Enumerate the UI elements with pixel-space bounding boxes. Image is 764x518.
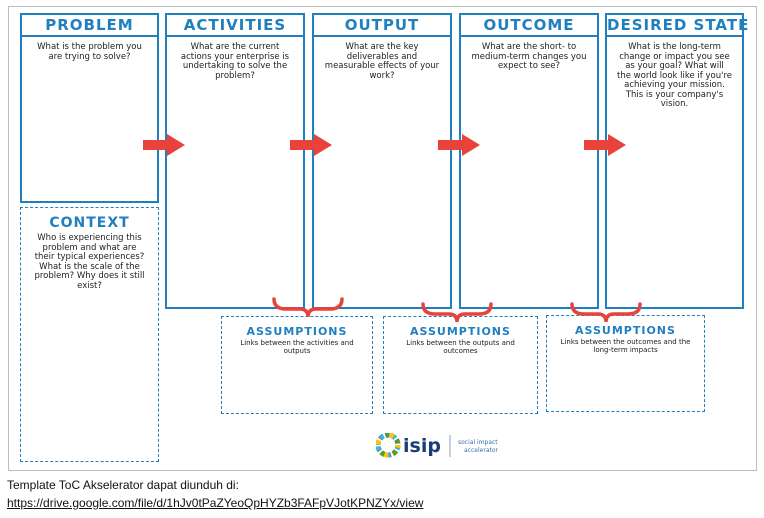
desired-state-box: DESIRED STATE What is the long-term chan… bbox=[605, 13, 748, 309]
outcome-title: OUTCOME bbox=[461, 15, 597, 37]
assumptions-text-1: Links between the activities and outputs bbox=[240, 339, 354, 355]
context-title: CONTEXT bbox=[49, 215, 130, 231]
logo-name: isip bbox=[403, 435, 441, 457]
context-box: CONTEXT Who is experiencing this problem… bbox=[20, 207, 159, 462]
arrow-right-icon bbox=[584, 134, 626, 156]
outcome-question: What are the short- to medium-term chang… bbox=[471, 42, 587, 71]
output-box: OUTPUT What are the key deliverables and… bbox=[312, 13, 452, 309]
desired-state-question: What is the long-term change or impact y… bbox=[617, 42, 732, 109]
problem-box: PROBLEM What is the problem you are tryi… bbox=[20, 13, 159, 203]
assumptions-text-2: Links between the outputs and outcomes bbox=[406, 339, 515, 355]
outcome-box: OUTCOME What are the short- to medium-te… bbox=[459, 13, 599, 309]
activities-title: ACTIVITIES bbox=[167, 15, 303, 37]
context-question: Who is experiencing this problem and wha… bbox=[34, 233, 145, 291]
curly-brace-icon bbox=[272, 297, 344, 318]
sdg-wheel-icon: isip social impact accelerator bbox=[375, 432, 498, 458]
logo-tagline-2: accelerator bbox=[464, 447, 498, 454]
curly-brace-icon bbox=[421, 302, 493, 323]
assumptions-box-2: ASSUMPTIONS Links between the outputs an… bbox=[383, 316, 538, 414]
assumptions-title-3: ASSUMPTIONS bbox=[575, 324, 676, 337]
assumptions-box-3: ASSUMPTIONS Links between the outcomes a… bbox=[546, 315, 705, 412]
logo-tagline-1: social impact bbox=[458, 439, 498, 446]
output-question: What are the key deliverables and measur… bbox=[324, 42, 440, 81]
activities-box: ACTIVITIES What are the current actions … bbox=[165, 13, 305, 309]
output-title: OUTPUT bbox=[314, 15, 450, 37]
isip-logo: isip social impact accelerator bbox=[375, 432, 536, 459]
curly-brace-icon bbox=[570, 302, 642, 323]
desired-state-title: DESIRED STATE bbox=[607, 15, 748, 37]
download-link[interactable]: https://drive.google.com/file/d/1hJv0tPa… bbox=[7, 496, 424, 510]
assumptions-title-1: ASSUMPTIONS bbox=[246, 325, 348, 338]
assumptions-text-3: Links between the outcomes and the long-… bbox=[560, 338, 691, 354]
arrow-right-icon bbox=[290, 134, 332, 156]
caption-text: Template ToC Akselerator dapat diunduh d… bbox=[7, 478, 239, 492]
arrow-right-icon bbox=[438, 134, 480, 156]
assumptions-box-1: ASSUMPTIONS Links between the activities… bbox=[221, 316, 373, 414]
activities-question: What are the current actions your enterp… bbox=[180, 42, 290, 81]
problem-question: What is the problem you are trying to so… bbox=[37, 42, 142, 62]
assumptions-title-2: ASSUMPTIONS bbox=[410, 325, 511, 338]
arrow-right-icon bbox=[143, 134, 185, 156]
problem-title: PROBLEM bbox=[22, 15, 157, 37]
